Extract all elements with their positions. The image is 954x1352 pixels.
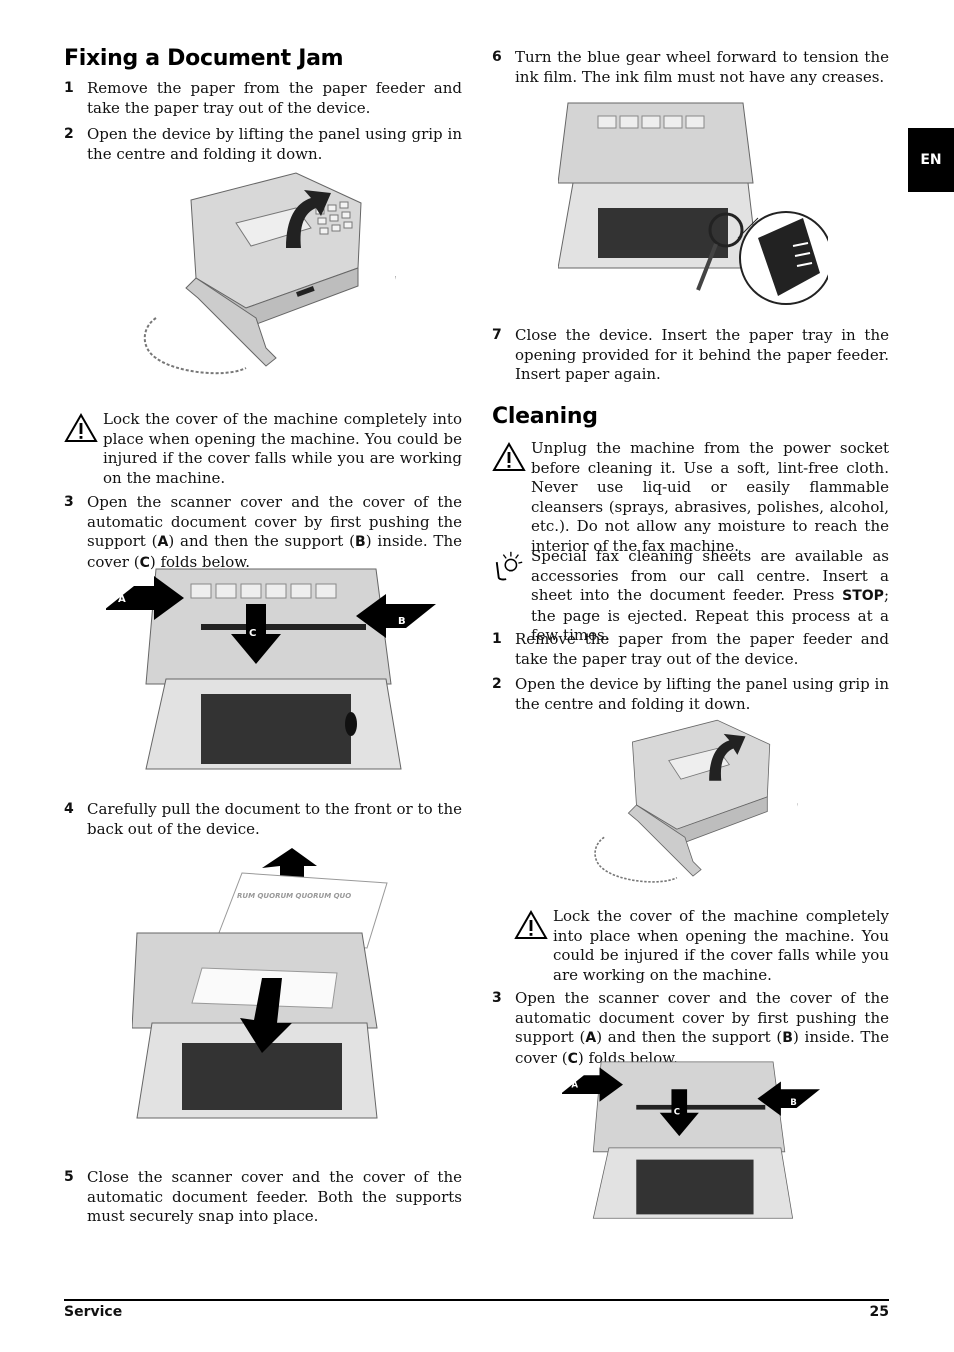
step-number: 3: [64, 494, 74, 510]
step-number: 2: [492, 676, 502, 692]
step-6: 6 Turn the blue gear wheel forward to te…: [492, 48, 889, 87]
step-number: 5: [64, 1169, 74, 1185]
warning-text: Unplug the machine from the power socket…: [531, 439, 889, 555]
step-number: 1: [64, 80, 74, 96]
step-text: Close the device. Insert the paper tray …: [515, 326, 889, 383]
figure-pull-document: RUM QUORUM QUORUM QUO: [132, 848, 392, 1133]
warning-icon: [514, 909, 548, 939]
footer-section-name: Service: [64, 1304, 123, 1320]
warning-text: Lock the cover of the machine completely…: [103, 410, 462, 487]
step-7: 7 Close the device. Insert the paper tra…: [492, 326, 889, 385]
step-number: 1: [492, 631, 502, 647]
warning-note: Lock the cover of the machine completely…: [64, 410, 462, 488]
figure-label-a: A: [118, 594, 126, 605]
step-2: 2 Open the device by lifting the panel u…: [64, 125, 462, 164]
step-3: 3 Open the scanner cover and the cover o…: [64, 493, 462, 573]
paper-text: RUM QUORUM QUORUM QUO: [237, 892, 351, 900]
figure-label-a: A: [571, 1081, 578, 1091]
step-text: Open the device by lifting the panel usi…: [87, 125, 462, 163]
tip-note: Special fax cleaning sheets are availabl…: [492, 547, 889, 646]
step-text: Close the scanner cover and the cover of…: [87, 1168, 462, 1225]
step-text: Open the device by lifting the panel usi…: [515, 675, 889, 713]
warning-icon: [492, 441, 526, 471]
step-4: 4 Carefully pull the document to the fro…: [64, 800, 462, 839]
section-heading-cleaning: Cleaning: [492, 404, 598, 429]
step-5: 5 Close the scanner cover and the cover …: [64, 1168, 462, 1227]
stop-key-label: STOP: [842, 588, 884, 604]
step-1-cleaning: 1 Remove the paper from the paper feeder…: [492, 630, 889, 669]
figure-scanner-supports: A B C: [106, 564, 436, 784]
language-tab: EN: [908, 128, 954, 192]
figure-scanner-supports-cleaning: A B C: [562, 1058, 820, 1230]
step-3-cleaning: 3 Open the scanner cover and the cover o…: [492, 989, 889, 1069]
step-2-cleaning: 2 Open the device by lifting the panel u…: [492, 675, 889, 714]
step-number: 6: [492, 49, 502, 65]
warning-note-2: Lock the cover of the machine completely…: [492, 907, 889, 985]
footer-divider: [64, 1299, 889, 1301]
tip-text: Special fax cleaning sheets are availabl…: [531, 547, 889, 644]
lightbulb-tip-icon: [495, 551, 523, 581]
figure-label-b: B: [790, 1098, 797, 1108]
figure-label-c: C: [249, 628, 256, 639]
warning-text: Lock the cover of the machine completely…: [553, 907, 889, 984]
step-number: 7: [492, 327, 502, 343]
figure-open-device: [136, 168, 396, 388]
step-text: Carefully pull the document to the front…: [87, 800, 462, 838]
figure-open-device-cleaning: [588, 715, 798, 895]
step-text: Remove the paper from the paper feeder a…: [515, 630, 889, 668]
figure-gear-wheel: [558, 98, 828, 318]
step-text: Turn the blue gear wheel forward to tens…: [515, 48, 889, 86]
step-number: 3: [492, 990, 502, 1006]
figure-label-c: C: [674, 1107, 680, 1117]
figure-label-b: B: [398, 616, 406, 627]
step-text: Open the scanner cover and the cover of …: [87, 493, 462, 571]
page-number: 25: [869, 1304, 889, 1320]
step-1: 1 Remove the paper from the paper feeder…: [64, 79, 462, 118]
step-text: Open the scanner cover and the cover of …: [515, 989, 889, 1067]
step-number: 2: [64, 126, 74, 142]
step-text: Remove the paper from the paper feeder a…: [87, 79, 462, 117]
warning-note-cleaning: Unplug the machine from the power socket…: [492, 439, 889, 556]
warning-icon: [64, 412, 98, 442]
step-number: 4: [64, 801, 74, 817]
section-heading-document-jam: Fixing a Document Jam: [64, 46, 344, 71]
